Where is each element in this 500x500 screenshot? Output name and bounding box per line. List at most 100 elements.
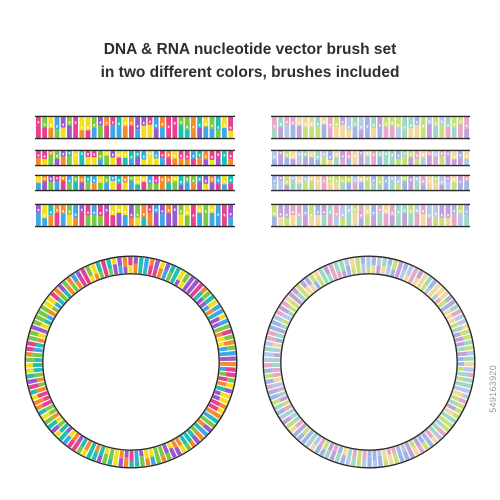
base-mark <box>167 178 170 182</box>
ring-base-inner <box>84 440 93 452</box>
base-mark <box>304 177 307 181</box>
base-pair-bottom <box>147 183 153 190</box>
page-title: DNA & RNA nucleotide vector brush set in… <box>0 38 500 84</box>
base-pair-bottom <box>54 212 60 226</box>
ring-base-outer <box>176 270 186 282</box>
ring-base-inner <box>213 325 225 334</box>
ring-base-inner <box>51 412 60 420</box>
base-pair-bottom <box>215 130 221 138</box>
ring-base-outer <box>168 447 177 459</box>
ring-base-outer <box>198 426 209 437</box>
ring-base-outer <box>70 273 79 283</box>
ring-base-inner <box>54 301 62 309</box>
ring-base-inner <box>189 287 200 298</box>
base-mark <box>223 180 226 183</box>
base-pair-bottom <box>439 124 445 138</box>
base-pair-bottom <box>166 157 171 165</box>
base-pair-top <box>327 151 333 161</box>
ring-base-outer <box>154 452 162 464</box>
ring-base-outer <box>467 372 474 378</box>
base-mark <box>180 180 182 184</box>
base-pair-top <box>209 151 215 160</box>
base-mark <box>317 123 319 126</box>
ring-base-inner <box>456 376 464 382</box>
ring-base-inner <box>203 411 214 420</box>
base-pair-top <box>420 117 426 130</box>
base-pair-bottom <box>73 182 78 190</box>
base-pair-bottom <box>129 217 134 226</box>
ring-base-inner <box>282 403 293 412</box>
base-pair-bottom <box>222 217 227 226</box>
ring-base-inner <box>178 280 186 289</box>
base-pair-bottom <box>191 218 196 226</box>
base-pair-top <box>222 117 227 129</box>
base-mark <box>180 154 182 158</box>
base-mark <box>211 208 213 212</box>
base-mark <box>453 209 455 213</box>
base-mark <box>136 213 139 217</box>
ring-base-inner <box>424 428 434 439</box>
ring-base-outer <box>164 263 171 271</box>
ring-base-inner <box>142 268 148 275</box>
base-mark <box>167 209 170 212</box>
ring-base-inner <box>37 332 47 339</box>
base-pair-top <box>402 117 407 131</box>
base-pair-top <box>315 117 321 128</box>
ring-base-outer <box>150 456 156 465</box>
ring-base-outer <box>33 397 45 406</box>
base-mark <box>149 208 151 211</box>
base-pair-bottom <box>141 159 147 165</box>
ring-base-outer <box>27 341 37 347</box>
base-pair-bottom <box>278 180 283 190</box>
base-mark <box>105 208 108 212</box>
base-pair-bottom <box>303 215 308 226</box>
ring-base-outer <box>281 300 291 309</box>
base-pair-bottom <box>79 212 85 226</box>
base-mark <box>459 180 462 183</box>
base-mark <box>403 177 406 180</box>
base-mark <box>385 122 387 126</box>
ring-base-inner <box>403 274 410 282</box>
ring-base-inner <box>326 273 334 282</box>
ring-base-outer <box>61 280 70 288</box>
ring-backbone-outer <box>24 255 238 469</box>
ring-base-outer <box>278 304 290 314</box>
ring-base-inner <box>453 385 462 392</box>
base-pair-bottom <box>383 156 389 165</box>
base-pair-bottom <box>116 157 122 165</box>
base-pair-bottom <box>222 158 227 165</box>
ring-base-outer <box>226 377 235 383</box>
base-mark <box>317 180 319 183</box>
base-pair-top <box>91 117 97 128</box>
ring-base-outer <box>406 265 414 276</box>
ring-base-outer <box>139 455 145 467</box>
ring-base-inner <box>113 449 120 460</box>
ring-base-outer <box>100 260 107 269</box>
base-mark <box>341 213 344 216</box>
ring-base-outer <box>76 445 84 454</box>
base-pair-bottom <box>414 181 420 190</box>
base-pair-top <box>439 176 445 185</box>
ring-base-inner <box>385 264 392 276</box>
base-pair-bottom <box>327 160 333 165</box>
base-mark <box>155 124 157 127</box>
base-pair-top <box>110 205 116 216</box>
base-pair-top <box>464 117 469 129</box>
base-pair-top <box>191 117 196 130</box>
ring-base-inner <box>331 272 338 280</box>
base-pair-bottom <box>371 127 376 138</box>
ring-base-outer <box>265 378 274 385</box>
ring-base-inner <box>277 390 287 398</box>
base-pair-bottom <box>147 212 153 226</box>
base-mark <box>180 121 182 124</box>
base-pair-top <box>209 117 215 129</box>
ring-base-inner <box>219 351 227 357</box>
ring-base-inner <box>108 448 115 460</box>
base-pair-bottom <box>197 127 202 138</box>
ring-base-outer <box>169 265 176 274</box>
base-mark <box>161 123 164 126</box>
ring-base-inner <box>129 450 134 461</box>
ring-base-inner <box>79 438 88 448</box>
ring-backbone-outer <box>262 255 476 469</box>
base-mark <box>459 209 462 213</box>
